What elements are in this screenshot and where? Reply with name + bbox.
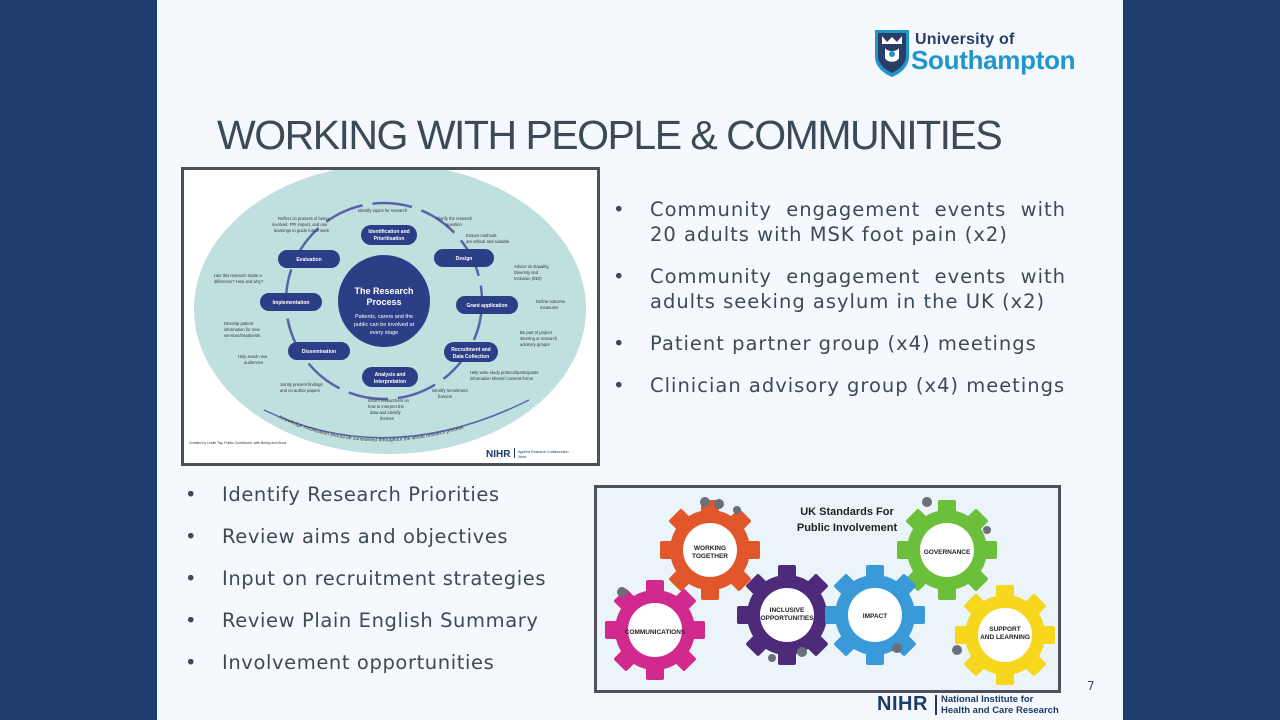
svg-text:and co-author papers: and co-author papers [280, 388, 320, 393]
page-number: 7 [1087, 679, 1095, 693]
list-item: •Clinician advisory group (x4) meetings [613, 374, 1066, 397]
list-item: •Input on recruitment strategies [185, 567, 547, 590]
list-item: •Involvement opportunities [185, 651, 495, 674]
list-item: •Review aims and objectives [185, 525, 509, 548]
svg-text:WORKING: WORKING [694, 545, 726, 552]
svg-text:SUPPORT: SUPPORT [989, 626, 1020, 633]
svg-text:question: question [446, 222, 463, 227]
list-item: •Patient partner group (x4) meetings [613, 332, 1037, 355]
crest-icon [875, 30, 909, 77]
svg-text:Implementation: Implementation [273, 300, 310, 306]
svg-text:TOGETHER: TOGETHER [692, 553, 728, 560]
svg-text:Design: Design [456, 256, 473, 262]
university-logo: University of Southampton [873, 28, 1093, 80]
svg-text:involved, PPI impact, and use: involved, PPI impact, and use [272, 222, 328, 227]
svg-text:themes: themes [380, 416, 394, 421]
svg-text:measures: measures [540, 305, 558, 310]
svg-text:difference? How and why?: difference? How and why? [214, 279, 264, 284]
list-item: •Community engagement events with 20 adu… [613, 198, 1066, 246]
svg-text:Inclusion (EDI): Inclusion (EDI) [514, 276, 542, 281]
page-title: WORKING WITH PEOPLE & COMMUNITIES [217, 112, 1003, 158]
svg-text:West: West [518, 455, 526, 459]
svg-text:how to interpret the: how to interpret the [368, 404, 405, 409]
svg-text:every stage: every stage [370, 330, 398, 336]
svg-text:Dissemination: Dissemination [302, 349, 336, 355]
svg-text:audiences: audiences [244, 360, 263, 365]
engagement-list: •Community engagement events with 20 adu… [613, 197, 1066, 415]
list-item: •Community engagement events with adults… [613, 265, 1066, 313]
svg-text:steering or research: steering or research [520, 336, 558, 341]
svg-text:information sheets/ consent fo: information sheets/ consent forms [470, 376, 533, 381]
process-center-title-2: Process [366, 297, 401, 307]
svg-text:Public Involvement: Public Involvement [797, 522, 898, 534]
svg-text:data and identify: data and identify [370, 410, 402, 415]
uk-standards-figure: UK Standards For Public Involvement WORK… [594, 485, 1061, 693]
svg-text:Grant application: Grant application [466, 303, 507, 309]
svg-text:Jointly present findings: Jointly present findings [280, 382, 323, 387]
nihr-footer-logo: NIHR National Institute for Health and C… [877, 692, 1077, 718]
svg-text:Patients, carers and the: Patients, carers and the [355, 314, 413, 320]
svg-text:barriers: barriers [438, 394, 452, 399]
svg-text:public can be involved at: public can be involved at [354, 322, 415, 328]
svg-text:information for new: information for new [224, 327, 261, 332]
svg-text:Data Collection: Data Collection [453, 354, 489, 360]
svg-text:COMMUNICATIONS: COMMUNICATIONS [625, 629, 686, 636]
svg-text:Be part of project: Be part of project [520, 330, 553, 335]
svg-text:OPPORTUNITIES: OPPORTUNITIES [760, 615, 814, 622]
svg-text:Recruitment and: Recruitment and [451, 347, 490, 353]
svg-text:Diversity and: Diversity and [514, 270, 539, 275]
involvement-list: •Identify Research Priorities •Review ai… [185, 482, 582, 692]
slide: University of Southampton WORKING WITH P… [157, 0, 1123, 720]
list-item: •Review Plain English Summary [185, 609, 539, 632]
research-process-figure: The Research Process Patients, carers an… [181, 167, 600, 466]
logo-line1: University of [915, 31, 1015, 48]
process-nihr-logo: NIHR [486, 449, 511, 460]
svg-text:learnings to guide future work: learnings to guide future work [274, 228, 330, 233]
svg-text:Prioritisation: Prioritisation [374, 236, 405, 242]
svg-text:IMPACT: IMPACT [863, 613, 887, 620]
svg-text:Evaluation: Evaluation [296, 257, 321, 263]
svg-text:Has this research made a: Has this research made a [214, 273, 262, 278]
svg-text:Inform researchers on: Inform researchers on [368, 398, 410, 403]
svg-text:Interpretation: Interpretation [374, 379, 406, 385]
svg-text:Help write study protocol/part: Help write study protocol/participants [470, 370, 538, 375]
standards-title: UK Standards For [800, 506, 894, 518]
svg-text:advisory groups: advisory groups [520, 342, 550, 347]
svg-text:Analysis and: Analysis and [375, 372, 406, 378]
svg-text:services/treatments: services/treatments [224, 333, 260, 338]
svg-text:Reflect on process of being: Reflect on process of being [278, 216, 329, 221]
nihr-full-name: National Institute for Health and Care R… [941, 694, 1059, 716]
list-item: •Identify Research Priorities [185, 483, 500, 506]
svg-text:Develop patient: Develop patient [224, 321, 254, 326]
process-credit: Created by Leslie Tay, Public Contributo… [189, 441, 286, 445]
svg-text:Identify recruitment: Identify recruitment [432, 388, 468, 393]
svg-text:Identification and: Identification and [368, 229, 409, 235]
svg-text:are ethical and suitable: are ethical and suitable [466, 239, 510, 244]
nihr-logo-text: NIHR [877, 693, 928, 715]
logo-line2: Southampton [911, 45, 1076, 75]
svg-text:INCLUSIVE: INCLUSIVE [770, 607, 805, 614]
svg-text:Define outcome: Define outcome [536, 299, 566, 304]
svg-text:GOVERNANCE: GOVERNANCE [924, 549, 971, 556]
process-center-title: The Research [354, 286, 413, 296]
svg-text:Applied Research Collaboration: Applied Research Collaboration [518, 450, 569, 454]
svg-text:Ensure methods: Ensure methods [466, 233, 497, 238]
svg-text:Identify topics for research: Identify topics for research [358, 208, 408, 213]
svg-text:AND LEARNING: AND LEARNING [980, 634, 1030, 641]
svg-text:Advice on Equality,: Advice on Equality, [514, 264, 549, 269]
svg-text:Help reach new: Help reach new [238, 354, 268, 359]
svg-text:Clarify the research: Clarify the research [436, 216, 473, 221]
